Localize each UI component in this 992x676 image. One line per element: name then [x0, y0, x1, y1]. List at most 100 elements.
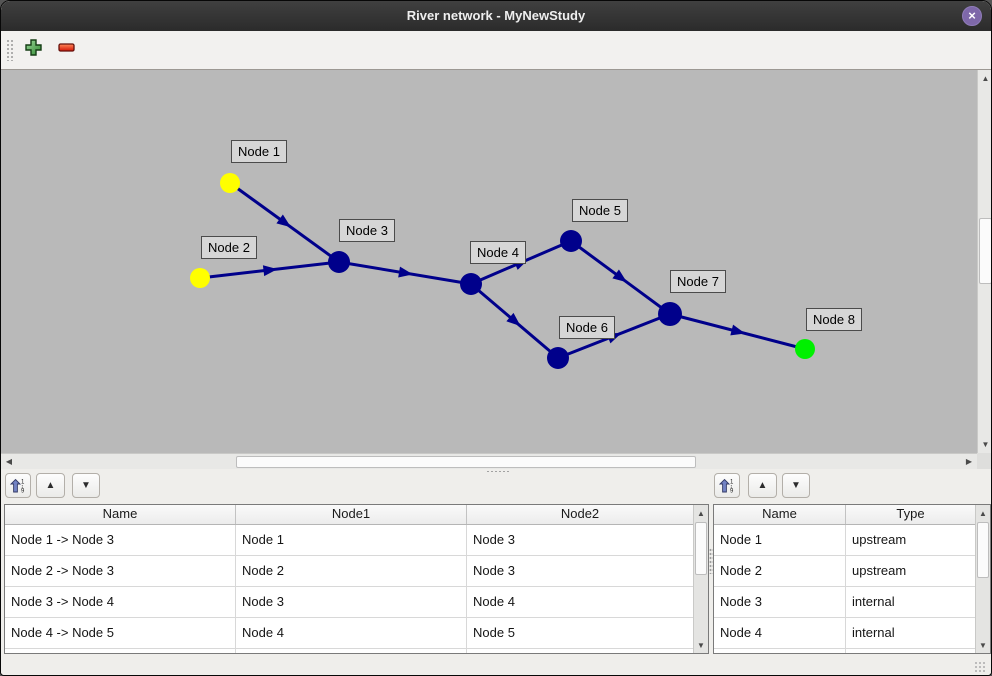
column-header[interactable]: Name — [5, 505, 236, 524]
nodes-move-up-button[interactable]: ▲ — [748, 473, 777, 498]
scroll-up-button[interactable]: ▲ — [976, 506, 990, 520]
column-header[interactable]: Node2 — [467, 505, 694, 524]
river-node[interactable] — [460, 273, 482, 295]
edge-arrow-icon — [262, 265, 278, 277]
add-button[interactable] — [21, 37, 45, 61]
table-cell[interactable]: Node 1 -> Node 3 — [5, 525, 236, 555]
splitter-grip-icon — [486, 470, 510, 473]
node-label[interactable]: Node 6 — [559, 316, 615, 339]
move-up-icon: ▲ — [45, 479, 56, 491]
scroll-down-icon: ▼ — [697, 640, 705, 650]
column-header[interactable]: Node1 — [236, 505, 467, 524]
toolbar-drag-handle[interactable] — [6, 39, 14, 61]
sort-icon: 1 9 — [10, 478, 25, 494]
river-node[interactable] — [220, 173, 240, 193]
move-down-icon: ▼ — [81, 479, 91, 491]
svg-text:9: 9 — [21, 488, 25, 493]
column-header[interactable]: Name — [714, 505, 846, 524]
table-cell — [467, 649, 694, 653]
table-cell[interactable]: upstream — [846, 525, 976, 555]
table-cell[interactable]: upstream — [846, 556, 976, 586]
river-node[interactable] — [190, 268, 210, 288]
table-cell — [5, 649, 236, 653]
river-node[interactable] — [328, 251, 350, 273]
river-node[interactable] — [560, 230, 582, 252]
scrollbar-corner — [977, 453, 991, 469]
remove-button[interactable] — [54, 37, 78, 61]
table-cell[interactable]: Node 4 — [236, 618, 467, 648]
table-row — [5, 649, 708, 653]
nodes-sort-button[interactable]: 1 9 — [714, 473, 740, 498]
node-label[interactable]: Node 2 — [201, 236, 257, 259]
node-label[interactable]: Node 7 — [670, 270, 726, 293]
table-cell[interactable]: internal — [846, 618, 976, 648]
close-icon: × — [968, 8, 976, 23]
table-cell[interactable]: Node 5 — [467, 618, 694, 648]
reaches-sort-button[interactable]: 1 9 — [5, 473, 31, 498]
sort-icon: 1 9 — [719, 478, 734, 494]
canvas-horizontal-scrollbar[interactable]: ◀ ▶ — [1, 453, 977, 469]
scroll-right-button[interactable]: ▶ — [962, 454, 976, 469]
reaches-move-up-button[interactable]: ▲ — [36, 473, 65, 498]
canvas-vertical-scrollbar[interactable]: ▲ ▼ — [977, 70, 991, 453]
node-label[interactable]: Node 1 — [231, 140, 287, 163]
scroll-down-button[interactable]: ▼ — [978, 437, 991, 452]
edge-arrow-icon — [398, 266, 413, 278]
scroll-down-button[interactable]: ▼ — [694, 638, 708, 652]
reaches-move-down-button[interactable]: ▼ — [72, 473, 100, 498]
canvas-vscroll-thumb[interactable] — [979, 218, 991, 284]
table-cell[interactable]: Node 4 — [714, 618, 846, 648]
table-cell[interactable]: Node 3 — [236, 587, 467, 617]
network-canvas[interactable]: Node 1 Node 2 Node 3 Node 4 Node 5 Node 6 Node… — [1, 70, 977, 453]
scroll-up-icon: ▲ — [979, 508, 987, 518]
nodes-table-scrollbar[interactable]: ▲ ▼ — [975, 505, 990, 653]
table-cell[interactable]: Node 3 — [467, 556, 694, 586]
resize-grip-icon[interactable] — [974, 661, 987, 673]
scroll-left-button[interactable]: ◀ — [2, 454, 16, 469]
reaches-table-scrollbar[interactable]: ▲ ▼ — [693, 505, 708, 653]
node-label[interactable]: Node 5 — [572, 199, 628, 222]
panel-splitter[interactable] — [709, 548, 713, 574]
scroll-up-button[interactable]: ▲ — [694, 506, 708, 520]
table-cell[interactable]: Node 2 — [236, 556, 467, 586]
nodes-scroll-thumb[interactable] — [977, 522, 989, 578]
scroll-up-button[interactable]: ▲ — [978, 71, 991, 86]
table-cell[interactable]: Node 3 — [467, 525, 694, 555]
scroll-down-button[interactable]: ▼ — [976, 638, 990, 652]
reaches-scroll-thumb[interactable] — [695, 522, 707, 575]
canvas-hscroll-thumb[interactable] — [236, 456, 696, 468]
node-label[interactable]: Node 8 — [806, 308, 862, 331]
scroll-left-icon: ◀ — [5, 457, 13, 466]
table-cell[interactable]: Node 4 -> Node 5 — [5, 618, 236, 648]
table-cell[interactable]: Node 1 — [236, 525, 467, 555]
table-cell[interactable]: Node 1 — [714, 525, 846, 555]
canvas-table-splitter[interactable] — [1, 469, 991, 473]
column-header[interactable]: Type — [846, 505, 976, 524]
nodes-move-down-button[interactable]: ▼ — [782, 473, 810, 498]
river-node[interactable] — [658, 302, 682, 326]
node-label[interactable]: Node 4 — [470, 241, 526, 264]
titlebar[interactable]: River network - MyNewStudy × — [1, 1, 991, 32]
table-cell[interactable]: Node 4 — [467, 587, 694, 617]
table-cell[interactable]: Node 2 — [714, 556, 846, 586]
river-node[interactable] — [547, 347, 569, 369]
node-label[interactable]: Node 3 — [339, 219, 395, 242]
table-cell[interactable]: internal — [846, 587, 976, 617]
close-button[interactable]: × — [962, 6, 982, 26]
edge-arrow-icon — [506, 312, 521, 327]
river-node[interactable] — [795, 339, 815, 359]
table-cell[interactable]: Node 2 -> Node 3 — [5, 556, 236, 586]
table-cell[interactable]: Node 3 — [714, 587, 846, 617]
table-cell[interactable]: Node 3 -> Node 4 — [5, 587, 236, 617]
